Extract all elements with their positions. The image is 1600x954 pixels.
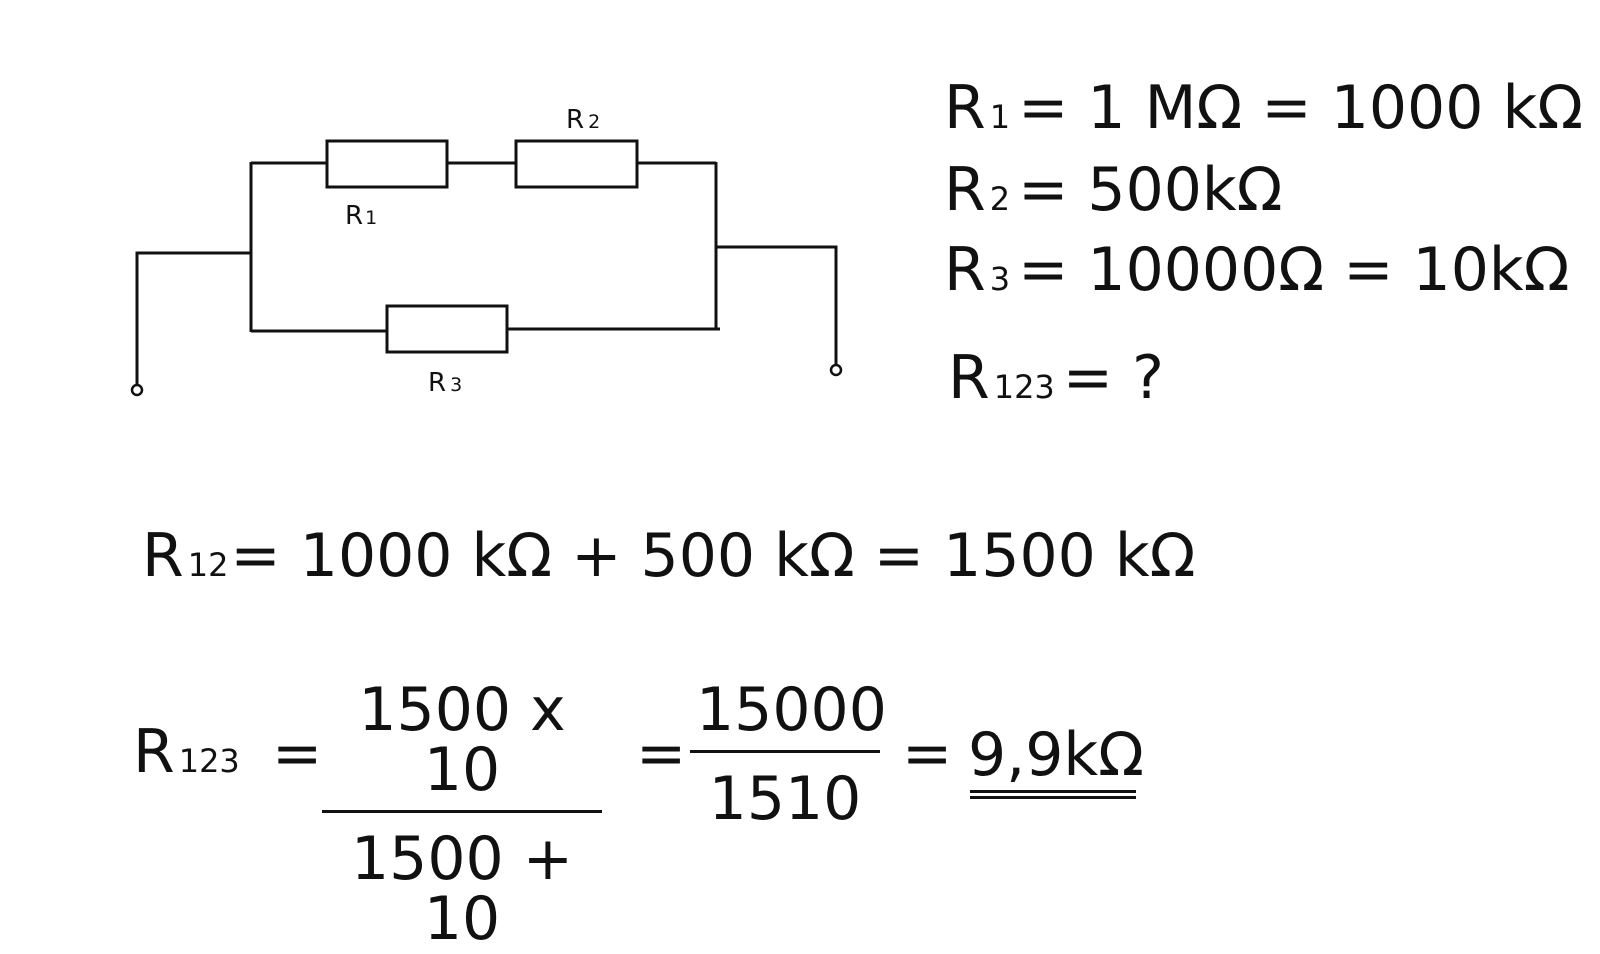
- question-symbol: R: [948, 343, 990, 413]
- fraction-2: 15000 1510: [690, 680, 887, 834]
- series-sub: 12: [187, 546, 229, 584]
- fraction-2-denominator: 1510: [708, 764, 862, 834]
- result-value: 9,9kΩ: [968, 720, 1145, 790]
- left-terminal: [130, 383, 144, 397]
- fraction-1: 1500 x 10 1500 + 10: [322, 680, 602, 949]
- given-r2-sub: 2: [989, 180, 1011, 218]
- right-terminal-wire: [716, 245, 838, 367]
- given-r2-symbol: R: [944, 155, 986, 225]
- parallel-equals-3: =: [902, 719, 953, 789]
- result-double-underline: [970, 790, 1136, 799]
- series-symbol: R: [142, 521, 184, 591]
- resistor-r3: [385, 304, 509, 354]
- given-r1-expr: = 1 MΩ = 1000 kΩ: [1018, 73, 1584, 143]
- question-sub: 123: [993, 368, 1055, 406]
- left-terminal-wire: [135, 251, 251, 386]
- given-r3-expr: = 10000Ω = 10kΩ: [1018, 235, 1570, 305]
- question-expr: = ?: [1062, 343, 1164, 413]
- resistor-r2: [514, 139, 639, 189]
- given-r1-sub: 1: [989, 98, 1011, 136]
- given-r3-sub: 3: [989, 260, 1011, 298]
- given-r2-expr: = 500kΩ: [1018, 155, 1283, 225]
- fraction-1-denominator: 1500 + 10: [350, 824, 574, 954]
- fraction-1-numerator: 1500 x 10: [322, 680, 602, 813]
- given-r3-symbol: R: [944, 235, 986, 305]
- parallel-sub: 123: [178, 742, 240, 780]
- right-terminal: [829, 363, 843, 377]
- parallel-equals-1: =: [272, 719, 323, 789]
- given-r1-symbol: R: [944, 73, 986, 143]
- parallel-symbol: R: [133, 717, 175, 787]
- parallel-equals-2: =: [636, 719, 687, 789]
- resistor-r1: [325, 139, 449, 189]
- series-expr: = 1000 kΩ + 500 kΩ = 1500 kΩ: [230, 521, 1196, 591]
- fraction-2-numerator: 15000: [690, 680, 887, 753]
